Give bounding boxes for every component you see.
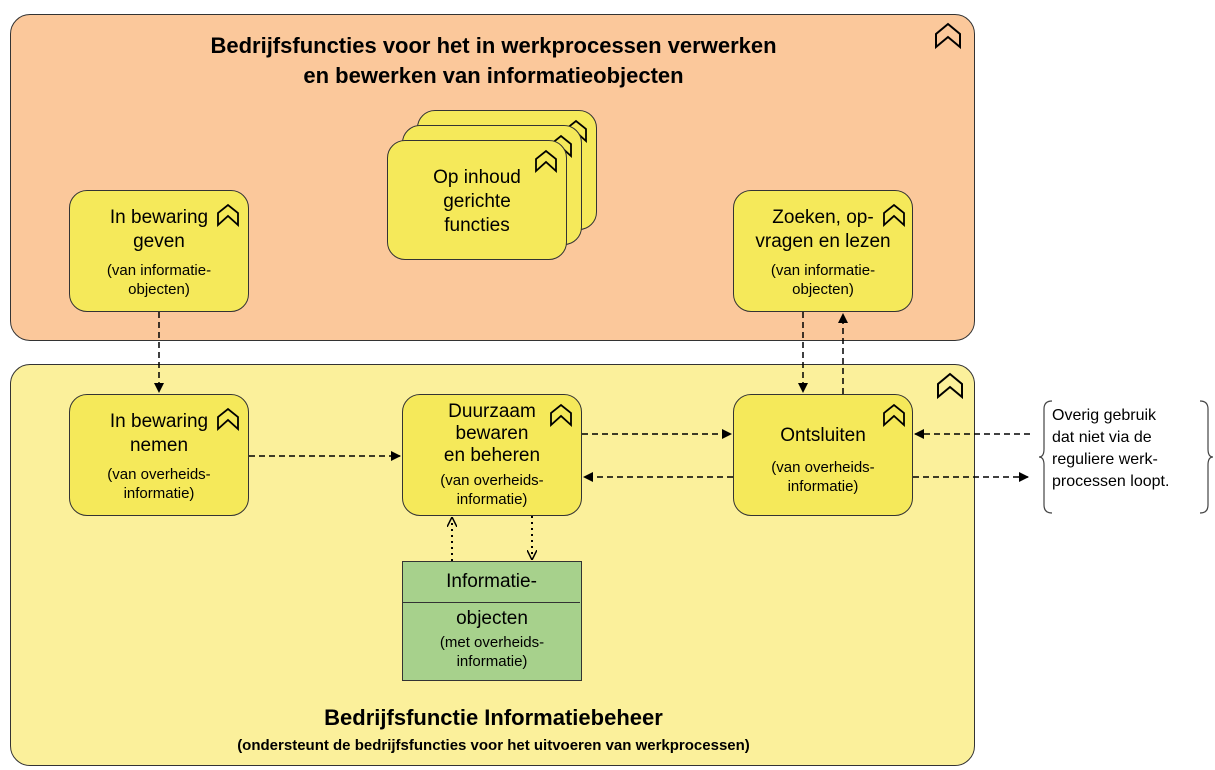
- function-label: en beheren: [443, 445, 541, 466]
- data-object-sublabel: informatie): [456, 653, 528, 670]
- function-label: nemen: [129, 435, 189, 456]
- business-function-icon: [883, 203, 905, 227]
- function-label: vragen en lezen: [755, 231, 891, 252]
- function-in-bewaring-nemen[interactable]: In bewaring nemen (van overheids- inform…: [69, 394, 249, 516]
- function-label: Zoeken, op-: [772, 207, 874, 228]
- function-in-bewaring-geven[interactable]: In bewaring geven (van informatie- objec…: [69, 190, 249, 312]
- note-right-brace: [1199, 400, 1214, 514]
- function-label: In bewaring: [109, 411, 209, 432]
- bottom-group-subtitle: (ondersteunt de bedrijfsfuncties voor he…: [237, 737, 750, 754]
- function-sublabel: informatie): [456, 491, 528, 508]
- function-label: Op inhoud: [433, 167, 521, 188]
- function-sublabel: objecten): [792, 281, 854, 298]
- function-label: Ontsluiten: [780, 425, 866, 446]
- function-sublabel: informatie): [123, 485, 195, 502]
- function-label: In bewaring: [109, 207, 209, 228]
- function-sublabel: (van overheids-: [107, 466, 211, 483]
- function-zoeken-opvragen-lezen[interactable]: Zoeken, op- vragen en lezen (van informa…: [733, 190, 913, 312]
- business-function-icon: [935, 22, 961, 50]
- function-sublabel: (van overheids-: [771, 459, 875, 476]
- data-object-sublabel: (met overheids-: [439, 634, 545, 651]
- function-label: gerichte: [443, 191, 511, 212]
- function-label: Duurzaam: [448, 401, 536, 422]
- bottom-group-title: Bedrijfsfunctie Informatiebeheer: [324, 705, 663, 730]
- business-function-icon: [937, 372, 963, 400]
- function-sublabel: (van informatie-: [106, 262, 212, 279]
- data-object-label: objecten: [456, 608, 528, 629]
- function-sublabel: (van informatie-: [770, 262, 876, 279]
- business-function-icon: [535, 149, 557, 173]
- function-sublabel: objecten): [128, 281, 190, 298]
- note-line: dat niet via de: [1052, 429, 1152, 446]
- top-group-title-line2: en bewerken van informatieobjecten: [303, 63, 684, 88]
- business-function-icon: [217, 407, 239, 431]
- function-sublabel: (van overheids-: [440, 472, 544, 489]
- business-function-icon: [217, 203, 239, 227]
- top-group-title: Bedrijfsfuncties voor het in werkprocess…: [11, 31, 976, 91]
- function-label: functies: [444, 215, 510, 236]
- business-function-icon: [550, 403, 572, 427]
- data-object-header: Informatie-: [403, 562, 580, 603]
- function-op-inhoud-gerichte-functies[interactable]: Op inhoud gerichte functies: [387, 140, 567, 260]
- note-overig-gebruik: Overig gebruik dat niet via de reguliere…: [1052, 405, 1192, 493]
- top-group-title-line1: Bedrijfsfuncties voor het in werkprocess…: [210, 33, 777, 58]
- function-sublabel: informatie): [787, 478, 859, 495]
- note-line: processen loopt.: [1052, 473, 1170, 490]
- function-label: geven: [133, 231, 185, 252]
- note-line: Overig gebruik: [1052, 407, 1157, 424]
- function-ontsluiten[interactable]: Ontsluiten (van overheids- informatie): [733, 394, 913, 516]
- function-label: bewaren: [455, 423, 529, 444]
- note-line: reguliere werk-: [1052, 451, 1158, 468]
- data-object-informatieobjecten[interactable]: Informatie- objecten (met overheids- inf…: [402, 561, 582, 681]
- business-function-icon: [883, 403, 905, 427]
- function-duurzaam-bewaren-beheren[interactable]: Duurzaam bewaren en beheren (van overhei…: [402, 394, 582, 516]
- note-left-brace: [1038, 400, 1053, 514]
